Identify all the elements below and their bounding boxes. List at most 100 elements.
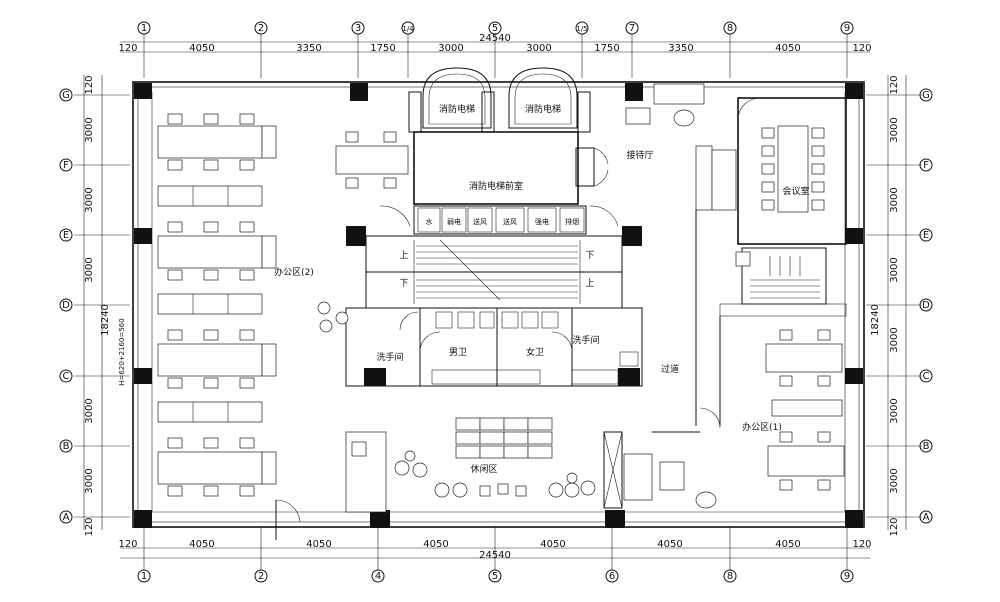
svg-text:D: D bbox=[62, 300, 70, 311]
svg-text:A: A bbox=[923, 512, 930, 523]
svg-text:水: 水 bbox=[426, 217, 433, 226]
svg-text:D: D bbox=[922, 300, 930, 311]
svg-text:3000: 3000 bbox=[84, 468, 95, 493]
svg-text:120: 120 bbox=[84, 75, 95, 94]
columns bbox=[134, 83, 863, 528]
svg-text:4050: 4050 bbox=[189, 539, 214, 550]
svg-text:G: G bbox=[922, 90, 930, 101]
svg-text:C: C bbox=[923, 371, 930, 382]
shaft-cell: 送风 bbox=[495, 207, 525, 233]
room-label-corridor: 过道 bbox=[661, 363, 679, 375]
axis-bubble: B bbox=[59, 439, 73, 453]
svg-text:4050: 4050 bbox=[189, 43, 214, 54]
svg-text:C: C bbox=[63, 371, 70, 382]
shaft-cell: 强电 bbox=[527, 207, 557, 233]
svg-text:6: 6 bbox=[609, 571, 615, 582]
axis-bubble: 2 bbox=[254, 21, 268, 35]
svg-text:3000: 3000 bbox=[889, 398, 900, 423]
stair-up-left: 上 bbox=[399, 250, 408, 261]
axis-bubble: G bbox=[919, 88, 933, 102]
axis-bubble: A bbox=[59, 510, 73, 524]
right-stair bbox=[719, 247, 847, 317]
svg-text:1750: 1750 bbox=[370, 43, 395, 54]
svg-text:3000: 3000 bbox=[889, 327, 900, 352]
svg-text:4: 4 bbox=[375, 571, 381, 582]
svg-text:强电: 强电 bbox=[535, 217, 549, 226]
axis-bubble: 9 bbox=[840, 569, 854, 583]
room-label-office2: 办公区(2) bbox=[274, 266, 314, 278]
room-label-wash-right: 洗手间 bbox=[572, 334, 599, 346]
svg-text:3000: 3000 bbox=[84, 187, 95, 212]
room-label-reception: 接待厅 bbox=[626, 149, 653, 161]
room-label-mens-wc: 男卫 bbox=[449, 347, 467, 358]
stair-up-right: 上 bbox=[585, 278, 594, 289]
restrooms: 男卫 女卫 洗手间 洗手间 bbox=[345, 307, 643, 387]
axis-bubble: C bbox=[919, 369, 933, 383]
axis-bubble: 5 bbox=[488, 569, 502, 583]
right-dimensions: 120 3000 3000 3000 3000 3000 3000 120 18… bbox=[870, 75, 907, 537]
fire-elevators: 消防电梯 消防电梯 bbox=[408, 67, 591, 133]
left-dimensions: 120 3000 3000 3000 3000 3000 120 18240 H… bbox=[83, 75, 126, 537]
svg-text:B: B bbox=[63, 441, 70, 452]
svg-text:3000: 3000 bbox=[889, 468, 900, 493]
svg-text:送风: 送风 bbox=[503, 217, 517, 226]
svg-text:E: E bbox=[63, 230, 69, 241]
svg-text:2: 2 bbox=[258, 23, 264, 34]
top-dimensions: 24540 120 120 4050 3350 1750 3000 3000 1… bbox=[118, 33, 871, 54]
shaft-cell: 排烟 bbox=[559, 207, 585, 233]
svg-text:120: 120 bbox=[889, 75, 900, 94]
axis-bubble: 1/4 bbox=[401, 21, 415, 35]
axis-bubble: 2 bbox=[254, 569, 268, 583]
svg-text:1/4: 1/4 bbox=[402, 25, 414, 33]
shaft-cell: 送风 bbox=[467, 207, 493, 233]
axis-bubble: D bbox=[919, 298, 933, 312]
axis-bubble: 8 bbox=[723, 21, 737, 35]
svg-text:3000: 3000 bbox=[889, 187, 900, 212]
svg-text:8: 8 bbox=[727, 571, 733, 582]
shaft-row: 水 弱电 送风 送风 强电 排烟 bbox=[379, 205, 619, 235]
axis-bubble: 9 bbox=[840, 21, 854, 35]
svg-text:F: F bbox=[923, 160, 929, 171]
svg-text:120: 120 bbox=[852, 539, 871, 550]
svg-text:3000: 3000 bbox=[438, 43, 463, 54]
room-label-lounge: 休闲区 bbox=[470, 463, 497, 475]
svg-text:120: 120 bbox=[84, 517, 95, 536]
svg-text:A: A bbox=[63, 512, 70, 523]
bottom-axis-bubbles: 1 2 4 5 6 8 9 bbox=[137, 569, 854, 583]
svg-text:F: F bbox=[63, 160, 69, 171]
axis-bubble: 1/5 bbox=[575, 21, 589, 35]
svg-text:2: 2 bbox=[258, 571, 264, 582]
room-label-office1: 办公区(1) bbox=[742, 421, 782, 433]
svg-text:5: 5 bbox=[492, 23, 498, 34]
stairs: 上 下 下 上 bbox=[365, 235, 623, 309]
svg-text:排烟: 排烟 bbox=[565, 217, 579, 226]
room-label-fire-elevator-1: 消防电梯 bbox=[439, 103, 475, 115]
svg-text:弱电: 弱电 bbox=[447, 217, 461, 226]
top-axis-bubbles: 1 2 3 1/4 5 1/5 7 8 9 bbox=[137, 21, 854, 35]
meeting-room: 会议室 bbox=[737, 97, 847, 245]
svg-text:4050: 4050 bbox=[306, 539, 331, 550]
office-area-1: 办公区(1) bbox=[623, 329, 845, 509]
svg-text:120: 120 bbox=[118, 539, 137, 550]
lounge-area: 休闲区 bbox=[345, 417, 623, 513]
exterior-walls bbox=[132, 81, 865, 528]
axis-bubble: F bbox=[59, 158, 73, 172]
svg-text:4050: 4050 bbox=[540, 539, 565, 550]
svg-text:3000: 3000 bbox=[889, 257, 900, 282]
svg-text:3000: 3000 bbox=[889, 117, 900, 142]
axis-bubble: F bbox=[919, 158, 933, 172]
svg-text:3: 3 bbox=[355, 23, 361, 34]
axis-bubble: 3 bbox=[351, 21, 365, 35]
office-area-2: 办公区(2) bbox=[157, 113, 409, 540]
svg-text:4050: 4050 bbox=[657, 539, 682, 550]
shaft-cell: 水 bbox=[417, 207, 441, 233]
stair-down-left: 下 bbox=[399, 279, 408, 289]
svg-text:8: 8 bbox=[727, 23, 733, 34]
axis-bubble: G bbox=[59, 88, 73, 102]
svg-text:E: E bbox=[923, 230, 929, 241]
room-label-meeting: 会议室 bbox=[782, 185, 809, 197]
svg-text:3350: 3350 bbox=[668, 43, 693, 54]
svg-text:送风: 送风 bbox=[473, 217, 487, 226]
axis-bubble: B bbox=[919, 439, 933, 453]
